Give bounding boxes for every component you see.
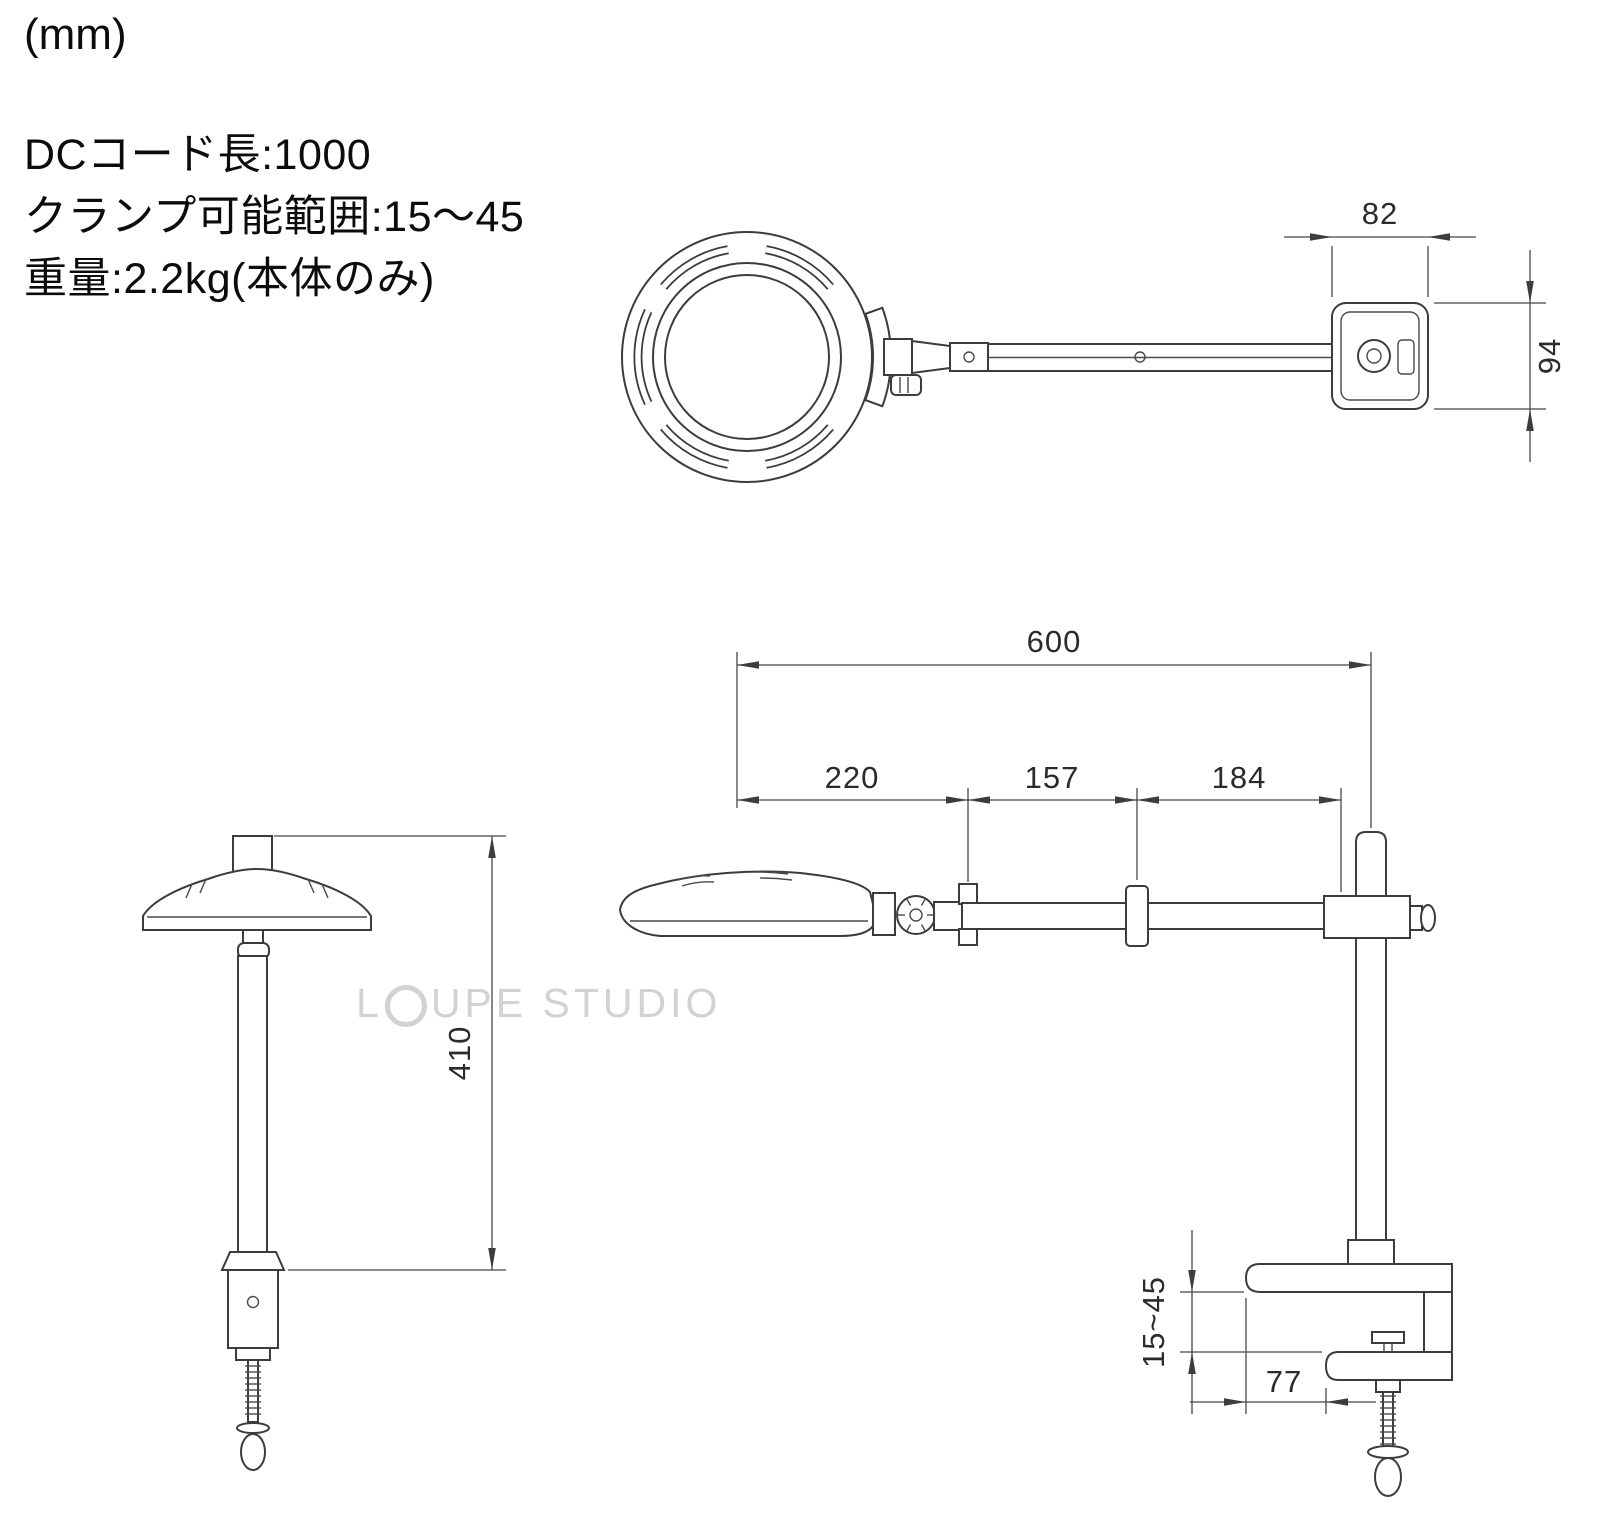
arm-bolt-top xyxy=(958,883,978,905)
arm-segment-2 xyxy=(1147,902,1325,930)
spec-list: DCコード長:1000 クランプ可能範囲:15〜45 重量:2.2kg(本体のみ… xyxy=(24,124,524,310)
head-rim-top xyxy=(621,231,873,483)
pole-bracket xyxy=(1323,895,1411,939)
dim-82: 82 xyxy=(1284,196,1476,297)
link-top xyxy=(949,342,989,372)
dim-label-clamp-range: 15~45 xyxy=(1136,1276,1171,1368)
spec-dc-cord-length: DCコード長:1000 xyxy=(24,131,372,179)
clamp-top-jaw xyxy=(1244,1263,1453,1293)
spec-weight: 重量:2.2kg(本体のみ) xyxy=(24,255,435,303)
dim-77: 77 xyxy=(1190,1298,1376,1414)
clamp-screw-front xyxy=(247,1359,259,1423)
tilt-knob-top xyxy=(890,374,922,396)
clamp-body-front xyxy=(227,1269,279,1349)
screw-knob-side xyxy=(1374,1457,1402,1497)
watermark-prefix: L xyxy=(356,980,383,1026)
dim-clamp-range: 15~45 xyxy=(1136,1230,1322,1414)
dim-label-94: 94 xyxy=(1532,338,1567,374)
arm-bolt-bottom xyxy=(958,928,978,946)
dim-label-82: 82 xyxy=(1362,196,1398,231)
dim-label-220: 220 xyxy=(825,760,880,795)
screw-pin-side xyxy=(1367,1445,1409,1459)
dim-label-600: 600 xyxy=(1027,624,1082,659)
top-view xyxy=(621,231,1429,483)
vent-slots xyxy=(633,245,834,469)
neck-front xyxy=(242,929,264,944)
magnifier-icon xyxy=(384,984,427,1027)
arm-segment-1 xyxy=(961,902,1135,930)
hinge-side xyxy=(872,892,896,936)
clamp-collar-front xyxy=(220,1251,286,1271)
pole-cap-side xyxy=(1355,831,1387,843)
fork-side xyxy=(933,901,963,931)
dim-94: 94 xyxy=(1434,250,1567,462)
clamp-boss xyxy=(1347,1239,1395,1265)
desk-clamp-side xyxy=(1244,1239,1453,1497)
head-front xyxy=(142,867,372,931)
pole-front xyxy=(237,955,268,1257)
dim-600: 600 xyxy=(736,624,1372,828)
screw-pin-front xyxy=(236,1422,270,1434)
screw-pad xyxy=(1371,1331,1405,1344)
elbow-joint xyxy=(1125,885,1149,947)
clamp-top-view xyxy=(1331,302,1429,410)
head-side xyxy=(618,870,874,937)
watermark: L UPE STUDIO xyxy=(356,980,721,1027)
watermark-suffix: UPE STUDIO xyxy=(430,980,722,1026)
fork-top xyxy=(911,339,951,375)
dim-220-157-184: 220 157 184 xyxy=(737,760,1342,892)
dim-label-410: 410 xyxy=(442,1026,477,1081)
spec-clamp-range: クランプ可能範囲:15〜45 xyxy=(24,193,525,241)
side-view xyxy=(618,831,1453,1497)
screw-knob-front xyxy=(240,1433,266,1471)
dim-label-77: 77 xyxy=(1266,1364,1302,1399)
dim-label-184: 184 xyxy=(1212,760,1267,795)
lens-outer xyxy=(652,262,842,452)
hinge-top xyxy=(883,338,913,376)
lens-inner xyxy=(664,274,830,440)
dim-label-157: 157 xyxy=(1025,760,1080,795)
unit-label: (mm) xyxy=(24,10,127,59)
dim-410: 410 xyxy=(274,835,506,1271)
front-view xyxy=(142,835,372,1471)
clamp-bottom-jaw xyxy=(1324,1351,1453,1381)
